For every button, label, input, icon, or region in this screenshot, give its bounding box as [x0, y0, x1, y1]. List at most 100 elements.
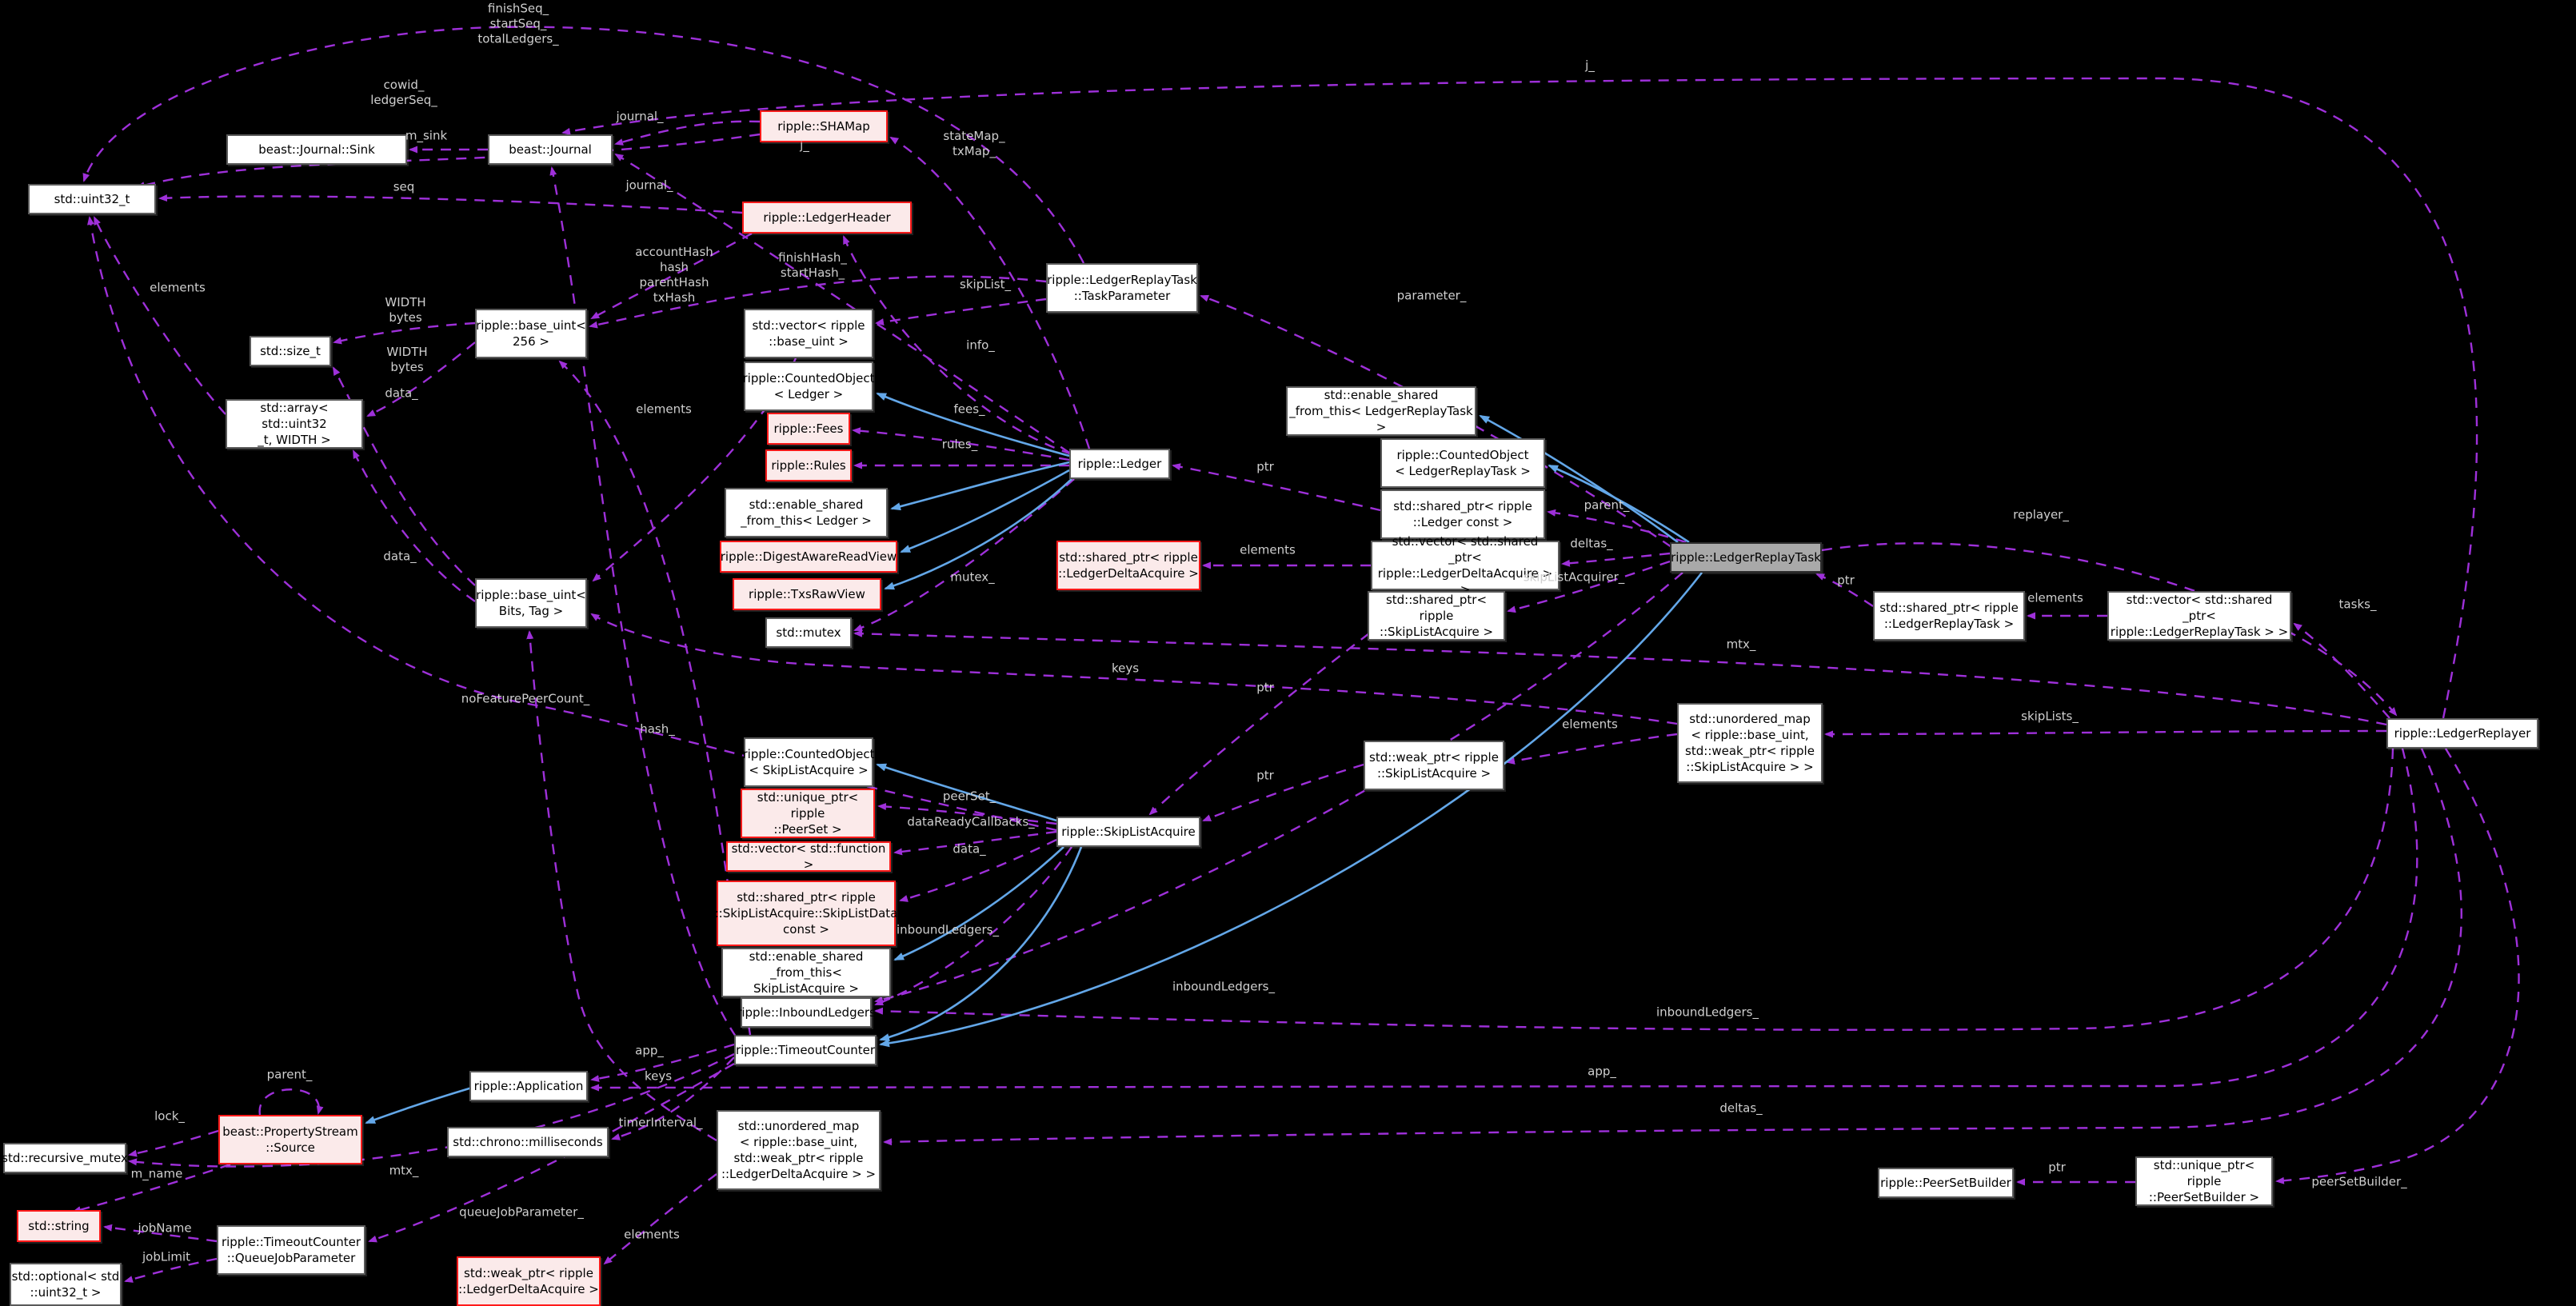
- node-sp-lda[interactable]: std::shared_ptr< ripple ::LedgerDeltaAcq…: [1056, 541, 1200, 590]
- edge-source-to-recursive: [128, 1129, 219, 1157]
- edge-weaksla-to-sla: [1202, 763, 1364, 822]
- edge-lrt-to-spsla: [1507, 560, 1671, 613]
- edge-baseuintbits-to-array: [352, 449, 476, 602]
- edge-replayer-to-application: [590, 748, 2418, 1092]
- node-vector-base-uint[interactable]: std::vector< ripple ::base_uint >: [744, 309, 873, 358]
- node-map-skip-lists[interactable]: std::unordered_map < ripple::base_uint, …: [1677, 703, 1823, 783]
- node-std-string[interactable]: std::string: [17, 1210, 101, 1242]
- edge-sla-to-countedsla: [876, 763, 1057, 822]
- node-shamap[interactable]: ripple::SHAMap: [760, 110, 888, 142]
- edge-source-to-string: [72, 1163, 231, 1213]
- node-std-mutex[interactable]: std::mutex: [765, 617, 852, 648]
- node-counted-ledger[interactable]: ripple::CountedObject < Ledger >: [742, 361, 875, 411]
- edge-taskparam-to-baseuint256: [589, 275, 1047, 329]
- edge-sla-to-timeout: [879, 846, 1083, 1041]
- node-rules[interactable]: ripple::Rules: [765, 449, 852, 481]
- edge-sla-to-uniquepeerset: [877, 803, 1057, 825]
- edge-ledger-to-esftledger: [890, 461, 1070, 511]
- node-uint32-t[interactable]: std::uint32_t: [28, 184, 156, 214]
- node-weak-lda[interactable]: std::weak_ptr< ripple ::LedgerDeltaAcqui…: [457, 1256, 601, 1306]
- edge-mapskiplists-to-weaksla: [1506, 733, 1678, 765]
- node-esft-ledger[interactable]: std::enable_shared _from_this< Ledger >: [725, 488, 888, 537]
- node-digest-aware-read-view[interactable]: ripple::DigestAwareReadView: [720, 541, 897, 573]
- edge-replayer-to-stdmutex: [853, 629, 2387, 726]
- node-vector-function[interactable]: std::vector< std::function >: [726, 841, 891, 872]
- node-base-uint-256[interactable]: ripple::base_uint< 256 >: [475, 309, 587, 358]
- edge-ledger-to-digestaware: [900, 469, 1070, 553]
- edge-lrt-to-vecsplda: [1561, 552, 1671, 567]
- node-ledger-header[interactable]: ripple::LedgerHeader: [742, 202, 912, 234]
- edge-taskparam-to-vecbaseuint: [875, 298, 1047, 326]
- node-counted-skip-list-acquire[interactable]: ripple::CountedObject < SkipListAcquire …: [742, 737, 875, 787]
- node-vector-sp-lda[interactable]: std::vector< std::shared _ptr< ripple::L…: [1371, 534, 1560, 597]
- edge-ledger-to-header: [842, 235, 1072, 456]
- edge-mapdeltas-to-baseuintbits: [526, 630, 717, 1142]
- edge-lrt-to-timeout: [879, 572, 1703, 1048]
- node-chrono-milliseconds[interactable]: std::chrono::milliseconds: [447, 1127, 609, 1157]
- node-size-t[interactable]: std::size_t: [250, 336, 331, 366]
- node-unique-peer-set-builder[interactable]: std::unique_ptr< ripple ::PeerSetBuilder…: [2135, 1156, 2273, 1206]
- node-weak-skip-list-acquire[interactable]: std::weak_ptr< ripple ::SkipListAcquire …: [1364, 741, 1504, 790]
- edge-replayer-to-journal: [561, 77, 2478, 719]
- edge-replayer-to-inbound: [874, 748, 2394, 1031]
- node-sp-skip-list-data[interactable]: std::shared_ptr< ripple ::SkipListAcquir…: [715, 881, 897, 946]
- node-ledger-replayer[interactable]: ripple::LedgerReplayer: [2386, 718, 2538, 749]
- node-fees[interactable]: ripple::Fees: [767, 413, 850, 445]
- edge-splrt-to-lrt: [1815, 573, 1874, 607]
- edge-lrt-to-inbound: [874, 572, 1683, 1004]
- edge-baseuint256-to-sizet: [333, 322, 476, 345]
- node-journal[interactable]: beast::Journal: [488, 134, 613, 165]
- edges-group: [72, 26, 2520, 1283]
- node-ledger[interactable]: ripple::Ledger: [1069, 449, 1170, 479]
- node-map-deltas[interactable]: std::unordered_map < ripple::base_uint, …: [717, 1110, 881, 1190]
- node-inbound-ledgers[interactable]: ripple::InboundLedgers: [737, 997, 876, 1028]
- edge-ledger-to-shamap: [889, 136, 1091, 449]
- node-recursive-mutex[interactable]: std::recursive_mutex: [2, 1143, 128, 1173]
- edge-source-self-loop: [258, 1088, 324, 1116]
- node-esft-ledger-replay-task[interactable]: std::enable_shared _from_this< LedgerRep…: [1286, 386, 1476, 436]
- node-counted-ledger-replay-task[interactable]: ripple::CountedObject < LedgerReplayTask…: [1380, 438, 1545, 488]
- edge-ledger-to-mutex: [853, 478, 1075, 632]
- edge-sla-to-spdata: [899, 838, 1057, 902]
- edge-mapdeltas-to-weaklda: [603, 1173, 717, 1265]
- node-sp-ledger-const[interactable]: std::shared_ptr< ripple ::Ledger const >: [1380, 489, 1545, 539]
- node-base-uint-bits[interactable]: ripple::base_uint< Bits, Tag >: [475, 578, 587, 628]
- node-journal-sink[interactable]: beast::Journal::Sink: [226, 134, 407, 165]
- node-queue-job-parameter[interactable]: ripple::TimeoutCounter ::QueueJobParamet…: [217, 1225, 365, 1275]
- edge-header-to-uint32: [158, 194, 743, 214]
- edge-timeout-to-qjp: [368, 1062, 735, 1243]
- edge-replayer-to-vecsplrt: [2293, 622, 2390, 719]
- edge-baseuintbits-to-sizet: [332, 366, 476, 586]
- edge-spledger-to-ledger: [1172, 463, 1381, 512]
- node-ledger-replay-task[interactable]: ripple::LedgerReplayTask: [1670, 542, 1822, 573]
- edge-timeout-to-chrono: [611, 1056, 735, 1140]
- edge-spsla-to-sla: [1148, 633, 1370, 816]
- node-task-parameter[interactable]: ripple::LedgerReplayTask ::TaskParameter: [1046, 263, 1198, 313]
- edge-qjp-to-string: [103, 1224, 218, 1243]
- node-esft-skip-list-acquire[interactable]: std::enable_shared _from_this< SkipListA…: [721, 948, 891, 997]
- edge-shamap-to-journal: [614, 120, 761, 146]
- edge-application-to-source: [365, 1086, 473, 1124]
- node-txs-raw-view[interactable]: ripple::TxsRawView: [733, 578, 881, 610]
- edge-replayer-to-mapskiplists: [1824, 729, 2387, 738]
- node-timeout-counter[interactable]: ripple::TimeoutCounter: [734, 1035, 877, 1065]
- node-array-uint32[interactable]: std::array< std::uint32 _t, WIDTH >: [226, 399, 363, 449]
- edge-ledger-to-fees: [852, 427, 1070, 461]
- node-sp-skip-list-acquire[interactable]: std::shared_ptr< ripple ::SkipListAcquir…: [1368, 591, 1505, 641]
- node-sp-ledger-replay-task[interactable]: std::shared_ptr< ripple ::LedgerReplayTa…: [1873, 591, 2025, 641]
- node-property-stream-source[interactable]: beast::PropertyStream ::Source: [218, 1115, 362, 1164]
- node-unique-peer-set[interactable]: std::unique_ptr< ripple ::PeerSet >: [741, 789, 875, 838]
- edge-lrt-to-countedlrt: [1548, 464, 1690, 544]
- edge-sla-to-vecfunction: [893, 830, 1057, 856]
- node-optional-uint32[interactable]: std::optional< std ::uint32_t >: [10, 1263, 122, 1306]
- node-application[interactable]: ripple::Application: [469, 1071, 588, 1101]
- edge-qjp-to-optional: [124, 1257, 218, 1283]
- node-peer-set-builder[interactable]: ripple::PeerSetBuilder: [1878, 1168, 2014, 1198]
- edge-ledger-to-countedledger: [876, 392, 1070, 457]
- edge-baseuint256-to-array: [366, 341, 476, 417]
- node-skip-list-acquire[interactable]: ripple::SkipListAcquire: [1056, 817, 1200, 847]
- edge-taskparam-to-uint32: [82, 26, 1085, 264]
- node-vector-sp-lrt[interactable]: std::vector< std::shared _ptr< ripple::L…: [2107, 591, 2291, 641]
- edge-mapskiplists-to-baseuint: [590, 613, 1678, 725]
